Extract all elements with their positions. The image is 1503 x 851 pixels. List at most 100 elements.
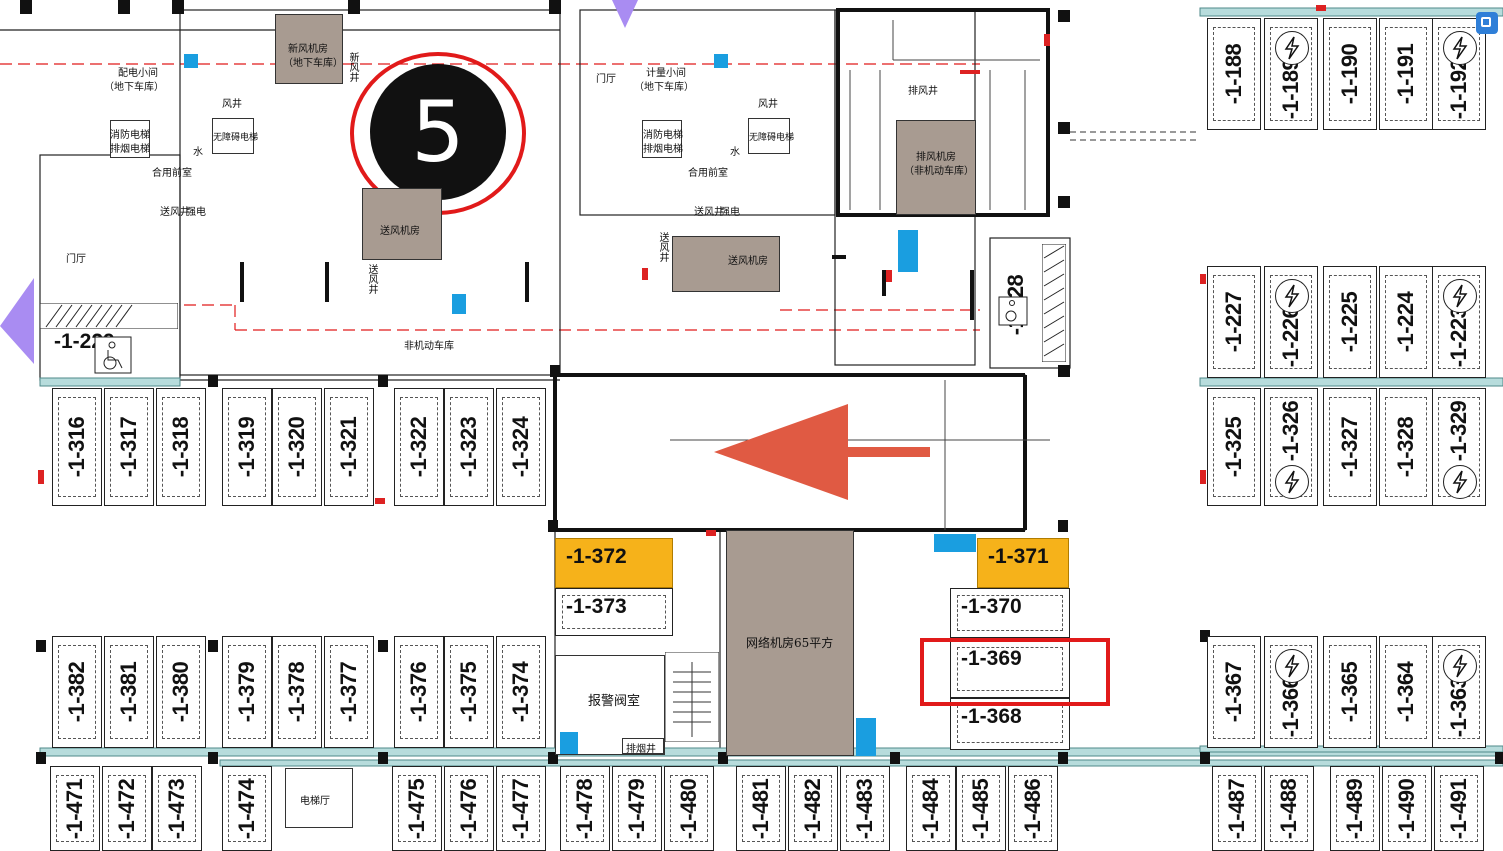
parking-spot[interactable]: -1-317: [104, 388, 154, 506]
parking-spot[interactable]: -1-191: [1379, 18, 1433, 130]
spot-outline: [1385, 645, 1427, 739]
parking-spot[interactable]: -1-382: [52, 636, 102, 748]
spot-label: -1-367: [1221, 661, 1246, 723]
parking-spot[interactable]: -1-375: [444, 636, 494, 748]
air-well-left: 风井: [222, 99, 242, 110]
parking-spot[interactable]: -1-325: [1207, 388, 1261, 506]
spot-outline: [450, 645, 488, 739]
air-shaft-v-left: 送风井: [366, 264, 377, 294]
parking-spot[interactable]: -1-226: [1264, 266, 1318, 378]
parking-spot[interactable]: -1-316: [52, 388, 102, 506]
parking-spot[interactable]: -1-483: [840, 766, 890, 851]
parking-spot[interactable]: -1-365: [1323, 636, 1377, 748]
pointer-marker-left: [0, 278, 34, 364]
parking-spot-373[interactable]: -1-373: [555, 588, 673, 636]
parking-spot[interactable]: -1-490: [1382, 766, 1432, 851]
parking-spot[interactable]: -1-224: [1379, 266, 1433, 378]
parking-spot[interactable]: -1-482: [788, 766, 838, 851]
parking-spot[interactable]: -1-223: [1432, 266, 1486, 378]
parking-spot[interactable]: -1-472: [102, 766, 152, 851]
blue-marker: [714, 54, 728, 68]
expand-button[interactable]: [1476, 12, 1498, 34]
alarm-valve-room-label: 报警阀室: [588, 694, 641, 709]
barrier-free-elevator-left-label: 无障碍电梯: [213, 133, 259, 143]
spot-label: -1-323: [456, 416, 481, 478]
parking-spot-370[interactable]: -1-370: [950, 588, 1070, 638]
parking-spot[interactable]: -1-327: [1323, 388, 1377, 506]
parking-spot[interactable]: -1-319: [222, 388, 272, 506]
parking-spot[interactable]: -1-374: [496, 636, 546, 748]
parking-spot[interactable]: -1-227: [1207, 266, 1261, 378]
spot-outline: [1329, 645, 1371, 739]
parking-spot[interactable]: -1-486: [1008, 766, 1058, 851]
parking-spot[interactable]: -1-475: [392, 766, 442, 851]
parking-spot[interactable]: -1-366: [1264, 636, 1318, 748]
spot-label: -1-380: [168, 661, 193, 723]
spot-outline: [566, 775, 604, 842]
parking-spot[interactable]: -1-321: [324, 388, 374, 506]
parking-spot[interactable]: -1-489: [1330, 766, 1380, 851]
spot-label: -1-225: [1337, 291, 1362, 353]
parking-spot[interactable]: -1-477: [496, 766, 546, 851]
parking-spot[interactable]: -1-481: [736, 766, 786, 851]
parking-spot[interactable]: -1-480: [664, 766, 714, 851]
spot-label: -1-324: [508, 416, 533, 478]
spot-label: -1-477: [508, 778, 533, 839]
exhaust-room-label: 排风机房: [916, 152, 956, 163]
parking-spot[interactable]: -1-189: [1264, 18, 1318, 130]
parking-spot[interactable]: -1-322: [394, 388, 444, 506]
parking-spot[interactable]: -1-471: [50, 766, 100, 851]
parking-spot-368[interactable]: -1-368: [950, 698, 1070, 750]
parking-spot[interactable]: -1-379: [222, 636, 272, 748]
parking-spot-371[interactable]: -1-371: [977, 538, 1069, 588]
parking-spot-369[interactable]: -1-369: [950, 640, 1070, 698]
parking-spot[interactable]: -1-318: [156, 388, 206, 506]
spot-outline: [1213, 275, 1255, 369]
parking-spot[interactable]: -1-326: [1264, 388, 1318, 506]
parking-spot[interactable]: -1-484: [906, 766, 956, 851]
parking-spot[interactable]: -1-474: [222, 766, 272, 851]
ev-charging-icon: [1275, 465, 1309, 499]
spot-label: -1-474: [234, 778, 259, 839]
parking-spot[interactable]: -1-377: [324, 636, 374, 748]
parking-spot[interactable]: -1-376: [394, 636, 444, 748]
parking-spot[interactable]: -1-473: [152, 766, 202, 851]
spot-label: -1-189: [1278, 59, 1303, 120]
parking-spot[interactable]: -1-363: [1432, 636, 1486, 748]
parking-spot[interactable]: -1-192: [1432, 18, 1486, 130]
parking-spot[interactable]: -1-225: [1323, 266, 1377, 378]
parking-spot[interactable]: -1-478: [560, 766, 610, 851]
parking-spot-372[interactable]: -1-372: [555, 538, 673, 588]
parking-spot[interactable]: -1-491: [1434, 766, 1484, 851]
parking-spot[interactable]: -1-488: [1264, 766, 1314, 851]
spot-outline: [1270, 775, 1308, 842]
parking-spot[interactable]: -1-328: [1379, 388, 1433, 506]
spot-label: -1-473: [164, 778, 189, 839]
spot-label: -1-382: [64, 661, 89, 723]
parking-spot[interactable]: -1-320: [272, 388, 322, 506]
spot-label: -1-374: [508, 661, 533, 723]
parking-spot[interactable]: -1-190: [1323, 18, 1377, 130]
parking-spot[interactable]: -1-324: [496, 388, 546, 506]
parking-spot[interactable]: -1-479: [612, 766, 662, 851]
parking-spot[interactable]: -1-487: [1212, 766, 1262, 851]
parking-spot[interactable]: -1-378: [272, 636, 322, 748]
shared-vestibule-right: 合用前室: [688, 168, 728, 179]
spot-outline: [1213, 645, 1255, 739]
parking-spot[interactable]: -1-367: [1207, 636, 1261, 748]
parking-spot[interactable]: -1-485: [956, 766, 1006, 851]
parking-spot[interactable]: -1-476: [444, 766, 494, 851]
parking-spot[interactable]: -1-329: [1432, 388, 1486, 506]
parking-spot[interactable]: -1-364: [1379, 636, 1433, 748]
spot-outline: [398, 775, 436, 842]
spot-outline: [1385, 27, 1427, 121]
zone-number: 5: [411, 83, 465, 181]
spot-outline: [1336, 775, 1374, 842]
parking-spot[interactable]: -1-381: [104, 636, 154, 748]
lightning-icon: [1284, 36, 1300, 60]
parking-spot[interactable]: -1-188: [1207, 18, 1261, 130]
parking-spot[interactable]: -1-323: [444, 388, 494, 506]
spot-outline: [1329, 397, 1371, 497]
parking-spot[interactable]: -1-380: [156, 636, 206, 748]
non-motor-garage: 非机动车库: [404, 341, 454, 352]
